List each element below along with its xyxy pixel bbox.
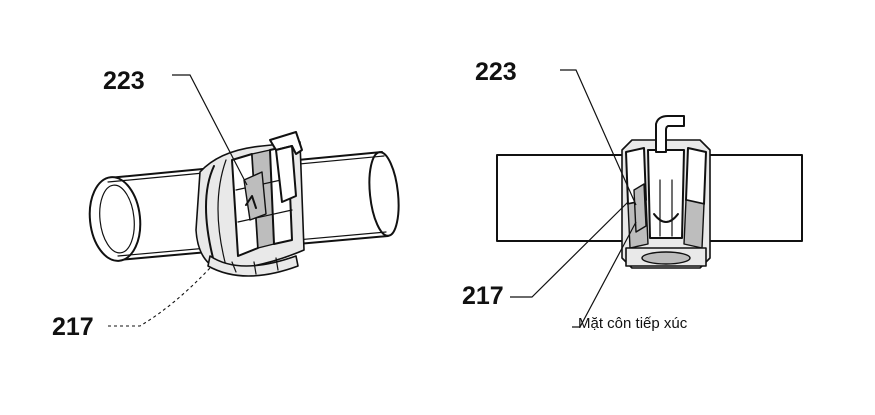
left-view: 223 217 xyxy=(52,67,400,341)
left-leader-217 xyxy=(108,267,211,327)
right-label-217: 217 xyxy=(462,282,504,310)
right-clamp xyxy=(621,115,711,269)
right-label-223: 223 xyxy=(475,58,517,86)
left-label-223: 223 xyxy=(103,67,145,95)
right-leader-223 xyxy=(560,69,637,206)
left-clamp xyxy=(195,131,305,277)
left-label-217: 217 xyxy=(52,313,94,341)
right-view: 223 217 Mặt côn tiếp xúc xyxy=(462,58,803,332)
right-label-contact-surface: Mặt côn tiếp xúc xyxy=(578,315,688,332)
right-leader-217 xyxy=(510,201,629,298)
left-leader-223 xyxy=(172,74,248,186)
right-leader-contact-surface xyxy=(572,221,637,328)
